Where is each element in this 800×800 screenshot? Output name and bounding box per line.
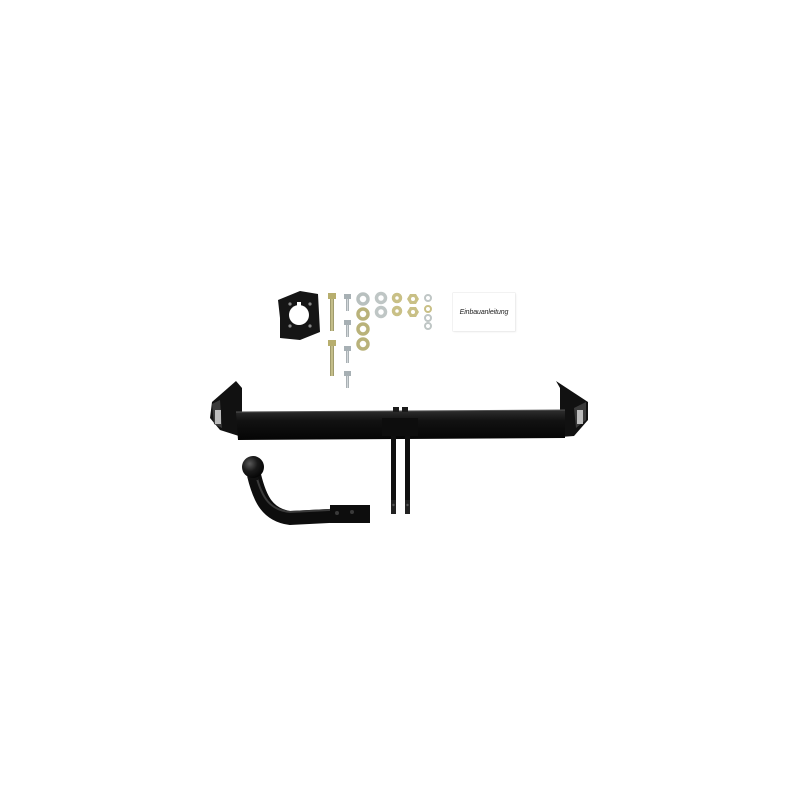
manual-label: Einbauanleitung: [459, 308, 509, 316]
tow-bar-crossbeam-icon: [210, 381, 588, 514]
nut-icon: [407, 294, 419, 317]
installation-manual: Einbauanleitung: [453, 293, 515, 331]
ball-neck-icon: [242, 456, 370, 526]
socket-bracket-icon: [278, 291, 320, 340]
bolt-icon: [328, 293, 351, 388]
washer-icon: [356, 291, 432, 351]
